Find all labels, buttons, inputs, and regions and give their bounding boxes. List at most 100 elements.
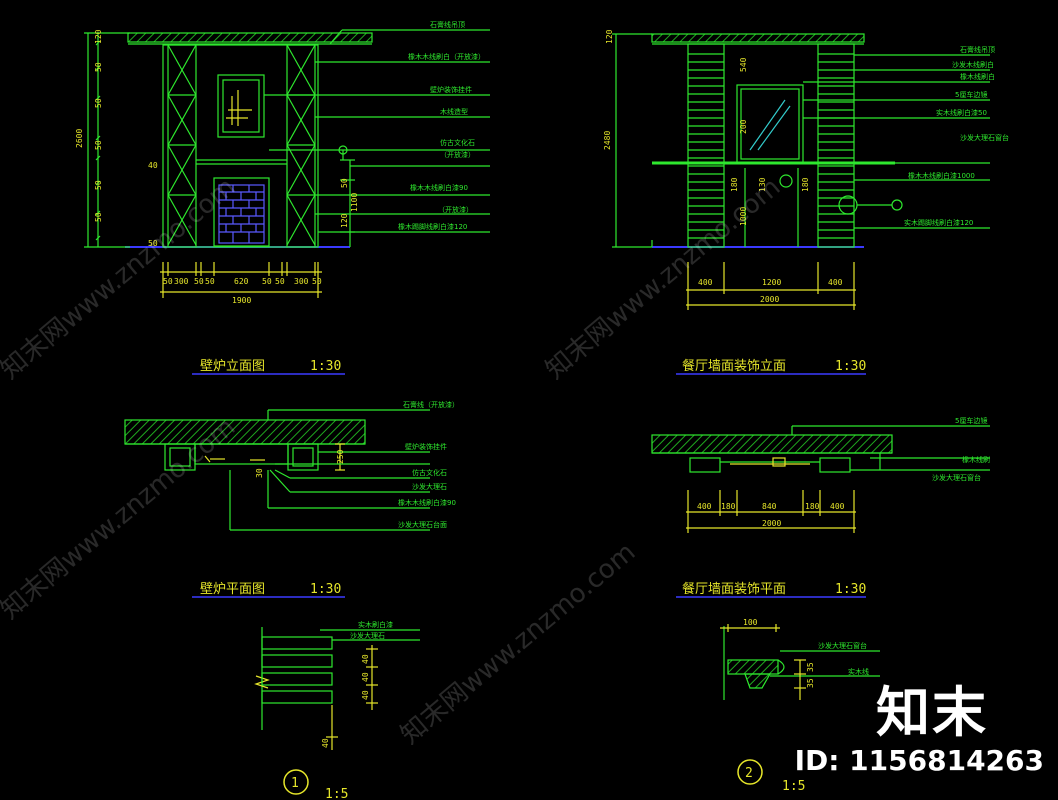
fireplace-elev-labels: 石膏线吊顶 橡木木线刷白（开放漆） 壁炉装饰挂件 木线造型 仿古文化石 （开放漆…: [398, 20, 485, 231]
svg-text:1:30: 1:30: [835, 359, 866, 374]
decor-hanging-icon: [226, 90, 252, 126]
fireplace-plan-dims-text: 250 30: [255, 449, 345, 478]
svg-text:840: 840: [762, 502, 777, 511]
svg-text:仿古文化石: 仿古文化石: [440, 138, 475, 147]
svg-text:实木线刷白漆50: 实木线刷白漆50: [936, 108, 987, 117]
svg-text:5厘车边镜: 5厘车边镜: [955, 90, 987, 99]
dining-elev-labels: 石膏线吊顶 沙发木线刷白 橡木线刷白 5厘车边镜 实木线刷白漆50 沙发大理石窗…: [904, 45, 1009, 227]
svg-text:橡木木线刷白（开放漆）: 橡木木线刷白（开放漆）: [408, 52, 485, 61]
detail-2: [720, 624, 880, 700]
svg-text:实木刷白漆: 实木刷白漆: [358, 620, 393, 629]
svg-text:180: 180: [801, 177, 810, 192]
dining-plan-dims-text: 400 180 840 180 400 2000: [697, 502, 845, 528]
fireplace-plan-leaders: [229, 409, 430, 531]
svg-text:壁炉装饰挂件: 壁炉装饰挂件: [430, 85, 472, 94]
left-column-lattice: [167, 44, 197, 246]
svg-text:120: 120: [340, 213, 349, 228]
brand-watermark: 知末: [876, 681, 988, 744]
svg-text:50: 50: [194, 277, 204, 286]
detail-bubble-2: 2: [737, 759, 763, 785]
svg-text:石膏线（开放漆）: 石膏线（开放漆）: [403, 400, 459, 409]
svg-text:200: 200: [739, 119, 748, 134]
fireplace-plan-labels: 石膏线（开放漆） 壁炉装饰挂件 仿古文化石 沙发大理石 橡木木线刷白漆90 沙发…: [398, 400, 459, 529]
dining-height: 2480: [603, 131, 612, 150]
svg-text:30: 30: [255, 468, 264, 478]
svg-text:50: 50: [262, 277, 272, 286]
fireplace-height: 2600: [75, 129, 84, 148]
svg-text:40: 40: [148, 161, 158, 170]
svg-text:300: 300: [174, 277, 189, 286]
dining-total-width: 2000: [760, 295, 779, 304]
detail-2-labels: 沙发大理石窗台 实木线: [818, 641, 869, 676]
svg-text:知末网www.znzmo.com: 知末网www.znzmo.com: [540, 172, 786, 385]
svg-text:实木踢脚线刷白漆120: 实木踢脚线刷白漆120: [904, 218, 973, 227]
dining-plan-dimension: [686, 490, 856, 533]
fireplace-elevation: [84, 29, 490, 298]
svg-text:400: 400: [698, 278, 713, 287]
svg-text:5厘车边镜: 5厘车边镜: [955, 416, 987, 425]
title-fireplace-elevation: 壁炉立面图: [200, 359, 265, 374]
dining-wall-elevation: [612, 33, 990, 310]
svg-text:620: 620: [234, 277, 249, 286]
svg-text:石膏线吊顶: 石膏线吊顶: [960, 45, 995, 54]
svg-text:1:5: 1:5: [325, 787, 348, 800]
svg-text:1:30: 1:30: [310, 359, 341, 374]
svg-text:壁炉装饰挂件: 壁炉装饰挂件: [405, 442, 447, 451]
svg-text:180: 180: [721, 502, 736, 511]
fireplace-plan: [124, 409, 430, 531]
svg-text:540: 540: [739, 57, 748, 72]
fireplace-bottom-dimension: [160, 262, 322, 298]
dining-plan-labels: 5厘车边镜 橡木线刷 沙发大理石窗台: [932, 416, 990, 482]
svg-text:180: 180: [730, 177, 739, 192]
svg-text:50: 50: [312, 277, 322, 286]
svg-text:130: 130: [758, 177, 767, 192]
svg-text:35: 35: [806, 678, 815, 688]
svg-text:120: 120: [94, 29, 103, 44]
image-id-watermark: ID: 1156814263: [794, 744, 1044, 777]
svg-text:2000: 2000: [762, 519, 781, 528]
dining-left-column: [687, 43, 725, 248]
svg-text:仿古文化石: 仿古文化石: [412, 468, 447, 477]
svg-text:橡木线刷白: 橡木线刷白: [960, 72, 995, 81]
svg-text:木线造型: 木线造型: [440, 107, 468, 116]
svg-text:50: 50: [94, 180, 103, 190]
svg-text:1:30: 1:30: [835, 582, 866, 597]
svg-text:1: 1: [291, 776, 299, 791]
drawing-titles: 壁炉立面图 1:30 餐厅墙面装饰立面 1:30 壁炉平面图 1:30 餐厅墙面…: [200, 358, 866, 800]
svg-text:35: 35: [806, 662, 815, 672]
svg-text:1000: 1000: [739, 207, 748, 226]
svg-text:橡木木线刷白漆1000: 橡木木线刷白漆1000: [908, 171, 975, 180]
fireplace-total-width: 1900: [232, 296, 251, 305]
svg-text:100: 100: [743, 618, 758, 627]
svg-text:（开放漆）: （开放漆）: [440, 150, 475, 159]
svg-text:1:30: 1:30: [310, 582, 341, 597]
detail-1: [254, 627, 420, 750]
dining-leader-lines: [803, 54, 990, 229]
dining-plan: [651, 425, 990, 533]
svg-text:50: 50: [205, 277, 215, 286]
detail-bubble-1: 1: [283, 769, 309, 795]
detail-2-dims: [794, 659, 806, 700]
svg-text:40: 40: [361, 690, 370, 700]
svg-text:橡木木线刷白漆90: 橡木木线刷白漆90: [398, 498, 456, 507]
svg-text:50: 50: [94, 212, 103, 222]
svg-text:300: 300: [294, 277, 309, 286]
svg-text:2: 2: [745, 766, 753, 781]
detail-2-dims-text: 100 35 35: [743, 618, 815, 688]
title-fireplace-plan: 壁炉平面图: [200, 582, 265, 597]
svg-text:沙发大理石窗台: 沙发大理石窗台: [932, 473, 981, 482]
svg-text:1100: 1100: [350, 193, 359, 212]
title-underlines: [192, 373, 866, 598]
svg-text:1200: 1200: [762, 278, 781, 287]
dining-bottom-dimension: [686, 262, 856, 310]
svg-text:40: 40: [361, 654, 370, 664]
svg-text:（开放漆）: （开放漆）: [438, 205, 473, 214]
svg-text:400: 400: [697, 502, 712, 511]
dining-plan-leaders: [791, 425, 990, 471]
fireplace-leader-lines: [264, 29, 490, 233]
svg-text:50: 50: [94, 98, 103, 108]
svg-text:实木线: 实木线: [848, 667, 869, 676]
svg-text:沙发大理石台面: 沙发大理石台面: [398, 520, 447, 529]
fireplace-left-dimension: [84, 32, 130, 248]
svg-text:橡木踢脚线刷白漆120: 橡木踢脚线刷白漆120: [398, 222, 467, 231]
